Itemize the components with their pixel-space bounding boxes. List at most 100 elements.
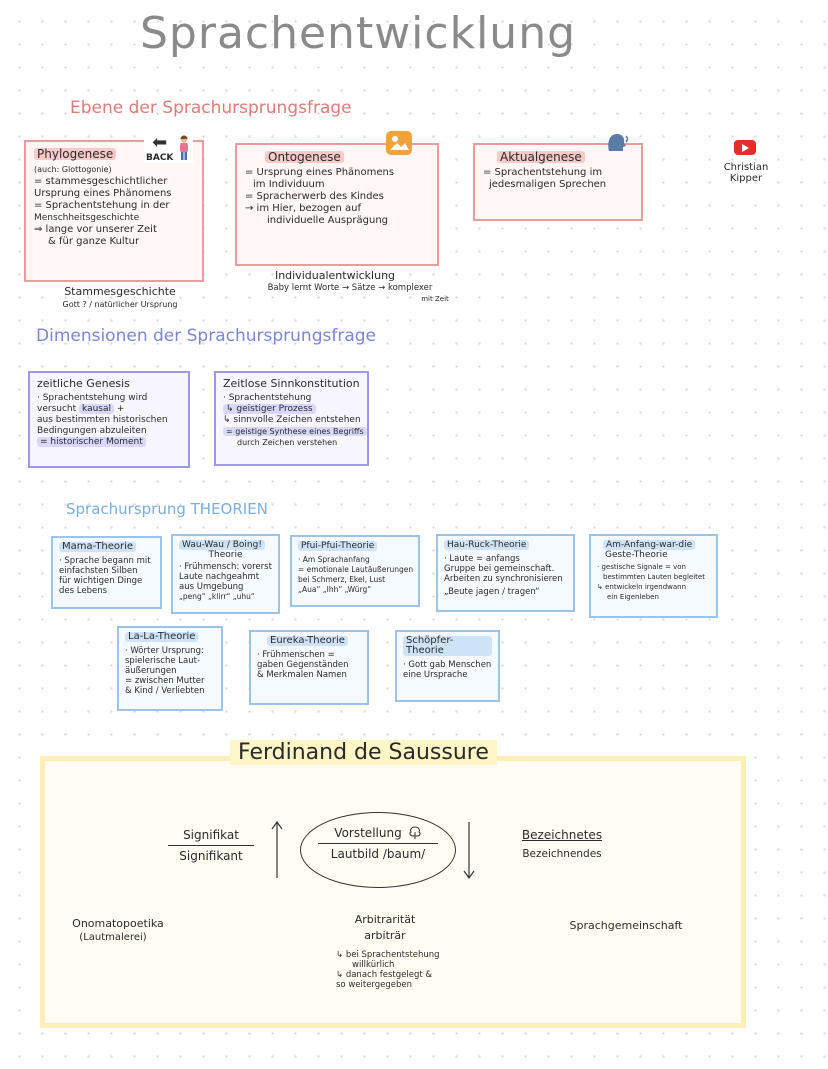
zeitliche-line: aus bestimmten historischen [37,415,168,425]
speaking-head-icon [608,134,629,151]
youtube-credit: Christian Kipper [716,162,776,184]
box-ontogenese: Ontogenese = Ursprung eines Phänomens im… [235,143,439,266]
zeitlose-line: durch Zeichen verstehen [237,438,338,447]
vorstellung-label: Vorstellung [334,826,402,840]
section-heading-dimensionen: Dimensionen der Sprachursprungsfrage [36,326,376,346]
ontogenese-line: im Individuum [253,179,325,190]
theorie-line: aus Umgebung [179,582,244,592]
box-zeitliche-genesis: zeitliche Genesis · Sprachentstehung wir… [28,371,190,468]
sign-oval [300,812,456,888]
youtube-credit-line: Christian [723,162,769,173]
section-heading-ebene: Ebene der Sprachursprungsfrage [70,98,352,118]
theorie-line: · Frühmenschen = [257,650,335,660]
saussure-frame [40,756,746,1028]
theorie-line: Gruppe bei gemeinschaft. [444,564,555,574]
bezeichnendes-label: Bezeichnendes [522,848,602,860]
theorie-line: äußerungen [125,666,177,676]
geste-title: Am-Anfang-war-die [603,540,696,550]
zeitlose-line: ↳ geistiger Prozess [223,404,316,414]
wau-title-2: Theorie [208,550,243,560]
zeitliche-line: Bedingungen abzuleiten [37,426,147,436]
theorie-line: · Sprache begann mit [59,556,151,566]
box-zeitlose-sinnkonstitution: Zeitlose Sinnkonstitution · Sprachentste… [214,371,369,466]
aktualgenese-title: Aktualgenese [497,151,585,163]
theorie-line: · Gott gab Menschen [403,660,492,670]
phylogenese-line: = stammesgeschichtlicher [34,176,168,187]
eureka-title: Eureka-Theorie [267,636,348,646]
arbitraritaet-label: Arbitrarität [354,913,416,926]
theorie-line: ein Eigenleben [607,593,659,601]
box-schoepfer-theorie: Schöpfer-Theorie · Gott gab Menschen ein… [395,630,500,702]
zeitliche-line: versucht [37,404,77,414]
arbitraritaet-note: ↳ bei Sprachentstehung [336,950,440,960]
theorie-line: „Beute jagen / tragen“ [444,587,540,597]
theorie-line: „peng“ „klirr“ „uhu“ [179,592,255,601]
schoepfer-title: Schöpfer-Theorie [403,636,492,656]
theorie-line: & Kind / Verliebten [125,686,205,696]
image-icon [386,131,412,155]
phylogenese-line: ⇒ lange vor unserer Zeit [34,224,157,235]
phylogenese-line: & für ganze Kultur [48,236,140,247]
onomatopoetika-label: Onomatopoetika [72,917,164,930]
signifikant-label: Signifikant [179,849,243,863]
phylogenese-note-2: Gott ? / natürlicher Ursprung [62,300,178,309]
ontogenese-line: = Ursprung eines Phänomens [245,167,395,178]
box-mama-theorie: Mama-Theorie · Sprache begann mit einfac… [51,536,162,609]
zeitlose-line: · Sprachentstehung [223,393,312,403]
theorie-line: gaben Gegenständen [257,660,349,670]
zeitlose-title: Zeitlose Sinnkonstitution [223,377,360,390]
page-title: Sprachentwicklung [140,8,577,59]
phylogenese-line: (auch: Glottogonie) [34,165,112,174]
ontogenese-note-2: Baby lernt Worte → Sätze → komplexer [267,283,433,293]
theorie-line: & Merkmalen Namen [257,670,347,680]
geste-title-2: Geste-Theorie [605,550,668,560]
section-heading-theorien: Sprachursprung THEORIEN [66,500,268,518]
ontogenese-line: = Spracherwerb des Kindes [245,191,384,202]
aktualgenese-line: jedesmaligen Sprechen [489,179,607,190]
signifikat-fraction: Signifikat Signifikant [168,828,254,863]
arbitraritaet-note: so weitergegeben [336,980,413,990]
mama-title: Mama-Theorie [59,542,137,552]
theorie-line: „Aua“ „Ihh“ „Würg“ [298,585,372,594]
arrow-up-icon [271,820,283,878]
phylogenese-line: = Sprachentstehung in der [34,200,170,211]
back-button[interactable]: ⬅ BACK [144,132,194,163]
box-eureka-theorie: Eureka-Theorie · Frühmenschen = gaben Ge… [249,630,369,705]
box-wau-wau-theorie: Wau-Wau / Boing! Theorie · Frühmensch: v… [171,534,280,614]
back-arrow-icon: ⬅ [152,132,168,153]
theorie-line: · Laute = anfangs [444,554,520,564]
theorie-line: einfachsten Silben [59,566,138,576]
wau-title: Wau-Wau / Boing! [179,540,265,550]
box-pfui-pfui-theorie: Pfui-Pfui-Theorie · Am Sprachanfang = em… [290,535,420,607]
youtube-credit-line: Kipper [729,173,763,184]
theorie-line: · Wörter Ursprung: [125,646,204,656]
tree-icon [409,826,421,839]
phylogenese-line: Ursprung eines Phänomens [34,188,172,199]
zeitliche-kausal: kausal [79,404,114,414]
youtube-icon[interactable] [734,140,756,155]
phylogenese-line: Menschheitsgeschichte [34,213,140,223]
zeitlose-line: ↳ sinnvolle Zeichen entstehen [223,415,361,425]
box-hau-ruck-theorie: Hau-Ruck-Theorie · Laute = anfangs Grupp… [436,534,575,612]
ontogenese-line: → im Hier, bezogen auf [245,203,362,214]
theorie-line: Laute nachgeahmt [179,572,260,582]
theorie-line: · gestische Signale = von [597,563,686,571]
theorie-line: für wichtigen Dinge [59,576,143,586]
theorie-line: spielerische Laut- [125,656,201,666]
zeitliche-line: = historischer Moment [37,437,146,447]
theorie-line: = emotionale Lautäußerungen [298,565,414,574]
sign-fraction: Vorstellung Lautbild /baum/ [318,826,438,861]
lautmalerei-label: (Lautmalerei) [79,932,147,943]
ontogenese-title: Ontogenese [265,151,344,163]
pfui-title: Pfui-Pfui-Theorie [298,541,378,551]
bezeichnetes-label: Bezeichnetes [521,828,603,842]
theorie-line: Arbeiten zu synchronisieren [444,574,563,584]
zeitliche-title: zeitliche Genesis [37,377,130,390]
arbitraritaet-note: ↳ danach festgelegt & [336,970,433,980]
lala-title: La-La-Theorie [125,632,199,642]
arrow-down-icon [463,822,475,880]
person-icon [180,135,189,160]
theorie-line: eine Ursprache [403,670,468,680]
back-label: BACK [146,153,174,163]
theorie-line: · Frühmensch: vorerst [179,562,272,572]
